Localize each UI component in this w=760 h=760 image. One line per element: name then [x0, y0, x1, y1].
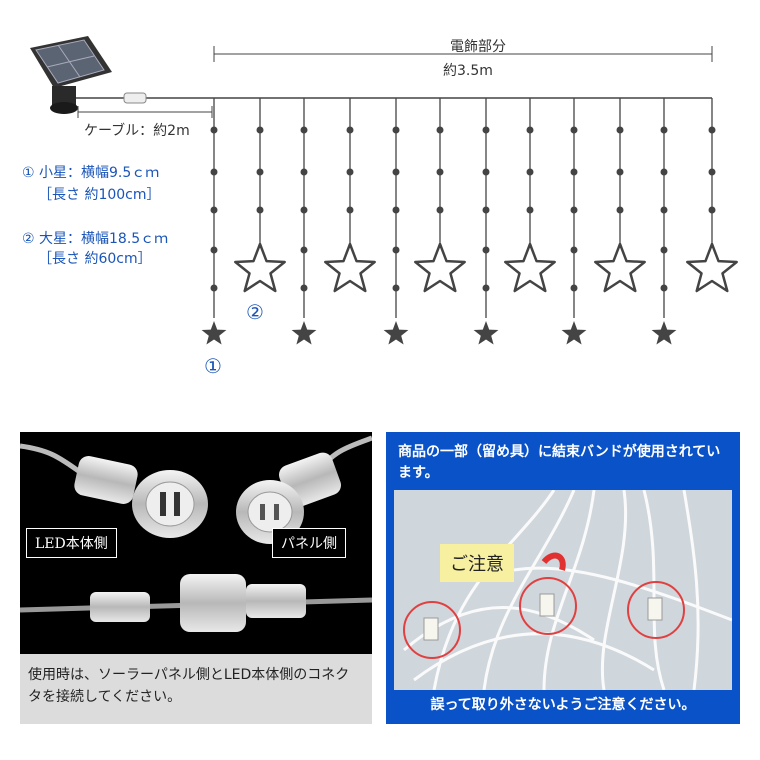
small-star-icon [201, 321, 227, 345]
led-bead [300, 284, 308, 292]
led-bead [570, 246, 578, 254]
led-bead [482, 206, 490, 214]
diagram-drawing [30, 36, 738, 345]
big-star-spec: ② 大星：横幅18.5ｃｍ [22, 231, 169, 247]
big-star-icon [324, 242, 376, 293]
led-bead [660, 126, 668, 134]
led-bead [300, 126, 308, 134]
led-bead [392, 168, 400, 176]
led-bead [436, 206, 444, 214]
led-bead [526, 168, 534, 176]
led-bead [570, 126, 578, 134]
led-bead [436, 126, 444, 134]
led-bead [660, 284, 668, 292]
cable-tie-notice-panel: 商品の一部（留め具）に結束バンドが使用されています。 [386, 432, 740, 724]
led-bead [210, 126, 218, 134]
led-bead [346, 206, 354, 214]
cable-tie-notice-footer: 誤って取り外さないようご注意ください。 [430, 697, 696, 713]
led-bead [392, 246, 400, 254]
light-strands [201, 98, 738, 345]
small-star-icon [383, 321, 409, 345]
cable-tie-notice-header: 商品の一部（留め具）に結束バンドが使用されています。 [398, 444, 721, 481]
led-bead [660, 246, 668, 254]
big-star-icon [234, 242, 286, 293]
led-bead [346, 126, 354, 134]
led-bead [660, 206, 668, 214]
cable-tie-circles [403, 552, 685, 659]
led-bead [570, 284, 578, 292]
big-star-icon [504, 242, 556, 293]
decor-dimension-line [213, 46, 713, 62]
led-bead [300, 206, 308, 214]
led-bead [526, 206, 534, 214]
led-bead [392, 126, 400, 134]
big-star-marker: ② [246, 300, 264, 324]
led-bead [482, 168, 490, 176]
led-bead [708, 206, 716, 214]
led-bead [660, 168, 668, 176]
led-bead [616, 126, 624, 134]
decor-length-value: 約3.5m [443, 63, 493, 79]
led-bead [256, 126, 264, 134]
led-side-connector-icon [20, 443, 208, 538]
led-bead [570, 206, 578, 214]
connector-photo-panel: LED本体側 パネル側 使用時は、ソーラーパネル側とLED本体側のコネクタを接続… [20, 432, 372, 724]
led-bead [392, 206, 400, 214]
led-bead [436, 168, 444, 176]
led-bead [482, 126, 490, 134]
small-star-marker: ① [204, 354, 222, 378]
small-star-icon [291, 321, 317, 345]
joined-connector-icon [20, 574, 372, 632]
led-bead [616, 168, 624, 176]
led-bead [210, 168, 218, 176]
led-bead [526, 126, 534, 134]
led-bead [570, 168, 578, 176]
caution-label: ご注意 [440, 544, 514, 582]
big-star-length: ［長さ 約60cm］ [38, 251, 152, 267]
small-star-icon [561, 321, 587, 345]
cable-icon [76, 92, 712, 104]
led-bead [210, 206, 218, 214]
led-bead [708, 168, 716, 176]
big-star-icon [594, 242, 646, 293]
small-star-spec: ① 小星：横幅9.5ｃｍ [22, 165, 160, 181]
small-star-icon [651, 321, 677, 345]
string-light-diagram: 電飾部分 約3.5m ケーブル：約2m ① 小星：横幅9.5ｃｍ ［長さ 約10… [22, 36, 738, 378]
cable-tie-photo: ご注意 [394, 489, 733, 691]
panel-side-tag: パネル側 [272, 528, 346, 558]
big-star-icon [686, 242, 738, 293]
led-bead [256, 168, 264, 176]
led-bead [300, 168, 308, 176]
small-star-icon [473, 321, 499, 345]
connector-note: 使用時は、ソーラーパネル側とLED本体側のコネクタを接続してください。 [20, 654, 372, 724]
led-bead [256, 206, 264, 214]
solar-panel-icon [30, 36, 112, 114]
big-star-icon [414, 242, 466, 293]
led-bead [482, 284, 490, 292]
led-bead [346, 168, 354, 176]
cable-length-label: ケーブル：約2m [84, 123, 190, 139]
cable-dimension-line [77, 106, 213, 118]
led-bead [210, 284, 218, 292]
led-bead [300, 246, 308, 254]
led-side-tag: LED本体側 [26, 528, 117, 558]
led-bead [616, 206, 624, 214]
led-bead [482, 246, 490, 254]
led-bead [210, 246, 218, 254]
small-star-length: ［長さ 約100cm］ [38, 187, 161, 203]
led-bead [392, 284, 400, 292]
decor-length-label: 電飾部分 [450, 39, 506, 55]
led-bead [708, 126, 716, 134]
wire-bundle-icon [394, 489, 733, 691]
